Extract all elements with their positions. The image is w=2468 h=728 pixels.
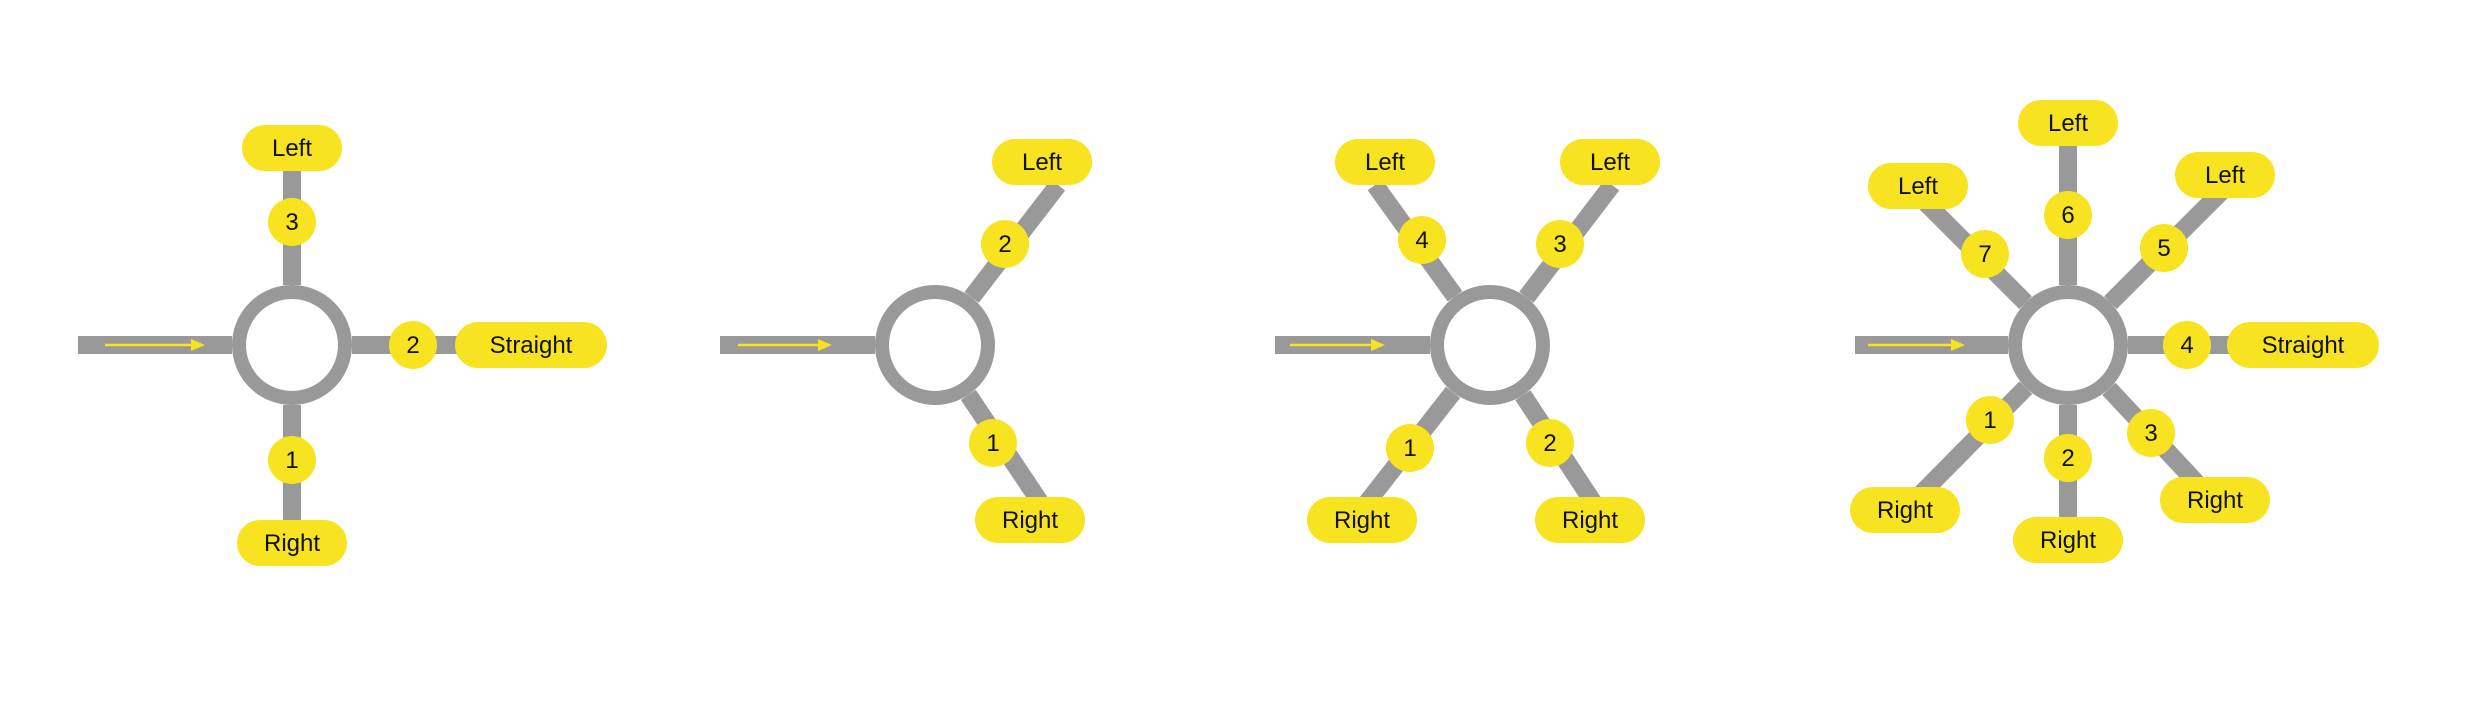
exit-direction-label: Left xyxy=(2205,162,2245,189)
exit-label-pill xyxy=(2018,100,2118,146)
exit-direction-label: Right xyxy=(264,530,320,557)
exit-number: 1 xyxy=(285,447,298,474)
exit-label-pill xyxy=(1850,487,1960,533)
exit-label-pill xyxy=(1560,139,1660,185)
exit-label-pill xyxy=(2175,152,2275,198)
exit-label-pill xyxy=(1307,497,1417,543)
exit-number-badge xyxy=(1966,396,2014,444)
exit-number: 6 xyxy=(2061,202,2074,229)
exit-number: 2 xyxy=(2061,445,2074,472)
exit-label-pill xyxy=(2013,517,2123,563)
roundabout-ring xyxy=(2008,285,2128,405)
direction-arrow-icon xyxy=(1290,339,1385,351)
exit-7: Left 7 xyxy=(1868,163,2009,278)
exit-number: 3 xyxy=(285,209,298,236)
exit-number: 1 xyxy=(1403,435,1416,462)
exit-2: Straight 2 xyxy=(389,321,607,369)
exit-1: Right 1 xyxy=(1850,396,2014,533)
exit-label-pill xyxy=(455,322,607,368)
exit-direction-label: Right xyxy=(1334,507,1390,534)
exit-number-badge xyxy=(2044,434,2092,482)
exit-direction-label: Right xyxy=(2040,527,2096,554)
roundabout-ring xyxy=(232,285,352,405)
exit-direction-label: Left xyxy=(1365,149,1405,176)
exit-2: Right 2 xyxy=(1526,419,1645,543)
exit-label-pill xyxy=(975,497,1085,543)
direction-arrow-icon xyxy=(105,339,205,351)
exit-number: 3 xyxy=(1553,231,1566,258)
exit-number: 4 xyxy=(2180,332,2193,359)
exit-direction-label: Left xyxy=(1898,173,1938,200)
exit-label-pill xyxy=(242,125,342,171)
roundabout-ring xyxy=(1430,285,1550,405)
exit-label-pill xyxy=(1868,163,1968,209)
roundabout-ring xyxy=(875,285,995,405)
exit-direction-label: Left xyxy=(2048,110,2088,137)
exit-number-badge xyxy=(969,419,1017,467)
exit-direction-label: Straight xyxy=(490,332,573,359)
exit-6: Left 6 xyxy=(2018,100,2118,239)
direction-arrow-icon xyxy=(1868,339,1965,351)
exit-label-pill xyxy=(2227,322,2379,368)
exit-label-pill xyxy=(2160,477,2270,523)
exit-label-pill xyxy=(237,520,347,566)
roundabout-4-way: Right 1 Straight 2 Left 3 xyxy=(78,125,607,566)
exit-number: 2 xyxy=(998,231,1011,258)
exit-number-badge xyxy=(1961,230,2009,278)
exit-1: Right 1 xyxy=(969,419,1085,543)
exit-5: Left 5 xyxy=(2140,152,2275,272)
exit-4: Straight 4 xyxy=(2163,321,2379,369)
exit-number-badge xyxy=(268,198,316,246)
exit-1: Right 1 xyxy=(1307,424,1434,543)
exit-direction-label: Right xyxy=(1877,497,1933,524)
exit-number: 4 xyxy=(1415,227,1428,254)
exit-3: Left 3 xyxy=(242,125,342,246)
exit-2: Right 2 xyxy=(2013,434,2123,563)
direction-arrow-icon xyxy=(738,339,832,351)
exit-number-badge xyxy=(2140,224,2188,272)
exit-direction-label: Right xyxy=(1002,507,1058,534)
exit-number-badge xyxy=(1398,216,1446,264)
exit-number-badge xyxy=(2127,409,2175,457)
exit-number-badge xyxy=(389,321,437,369)
exit-number-badge xyxy=(1536,220,1584,268)
exit-4: Left 4 xyxy=(1335,139,1446,264)
exit-direction-label: Left xyxy=(1590,149,1630,176)
exit-2: Left 2 xyxy=(981,139,1092,268)
exit-number-badge xyxy=(1386,424,1434,472)
exit-number: 1 xyxy=(1983,407,1996,434)
exit-number: 2 xyxy=(406,332,419,359)
exit-1: Right 1 xyxy=(237,436,347,566)
exit-direction-label: Straight xyxy=(2262,332,2345,359)
exit-3: Right 3 xyxy=(2127,409,2270,523)
roundabout-3-way: Right 1 Left 2 xyxy=(720,139,1092,543)
exit-number-badge xyxy=(2044,191,2092,239)
exit-number: 2 xyxy=(1543,430,1556,457)
exit-number-badge xyxy=(981,220,1029,268)
exit-number: 7 xyxy=(1978,241,1991,268)
exit-number: 1 xyxy=(986,430,999,457)
exit-direction-label: Right xyxy=(1562,507,1618,534)
exit-direction-label: Left xyxy=(1022,149,1062,176)
exit-number-badge xyxy=(1526,419,1574,467)
exit-number: 5 xyxy=(2157,235,2170,262)
exit-number-badge xyxy=(2163,321,2211,369)
exit-direction-label: Left xyxy=(272,135,312,162)
exit-label-pill xyxy=(1335,139,1435,185)
exit-label-pill xyxy=(1535,497,1645,543)
exit-direction-label: Right xyxy=(2187,487,2243,514)
exit-number-badge xyxy=(268,436,316,484)
exit-number: 3 xyxy=(2144,420,2157,447)
exit-label-pill xyxy=(992,139,1092,185)
roundabout-8-way: Right1Right2Right3Straight4Left5Left6Lef… xyxy=(1850,100,2379,563)
exit-3: Left 3 xyxy=(1536,139,1660,268)
